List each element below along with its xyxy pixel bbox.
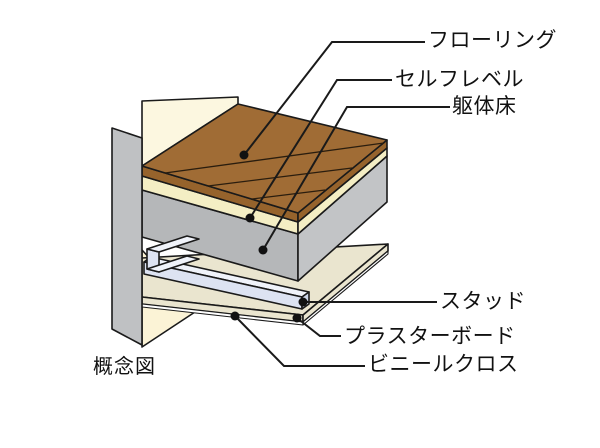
leader-structural-floor — [262, 106, 450, 251]
dot-self-level — [245, 213, 255, 223]
label-structural-floor: 躯体床 — [452, 95, 517, 118]
leader-dots — [230, 150, 308, 323]
dot-vinyl-cloth — [230, 311, 240, 321]
dot-structural-floor — [258, 245, 268, 255]
label-vinyl-cloth: ビニールクロス — [368, 353, 519, 376]
dot-flooring — [239, 150, 249, 160]
flooring-plank-lines — [164, 142, 385, 200]
wall-column — [111, 127, 143, 346]
vinyl-cloth-layer-right — [302, 250, 389, 326]
label-self-level: セルフレベル — [395, 68, 524, 91]
label-stud: スタッド — [440, 290, 526, 313]
runner-channel-bottom-flange — [146, 255, 200, 273]
label-flooring: フローリング — [428, 29, 557, 52]
flooring-top-surface — [141, 103, 388, 214]
leader-self-level — [249, 79, 392, 219]
leader-lines — [234, 41, 450, 367]
leader-plasterboard — [296, 317, 341, 337]
label-plasterboard: プラスターボード — [344, 325, 516, 348]
runner-channel-top-flange — [146, 235, 200, 253]
diagram-caption: 概念図 — [93, 356, 156, 378]
leader-vinyl-cloth — [234, 315, 365, 367]
leader-flooring — [243, 41, 425, 156]
dot-stud — [298, 297, 308, 307]
dot-plasterboard — [292, 313, 302, 323]
